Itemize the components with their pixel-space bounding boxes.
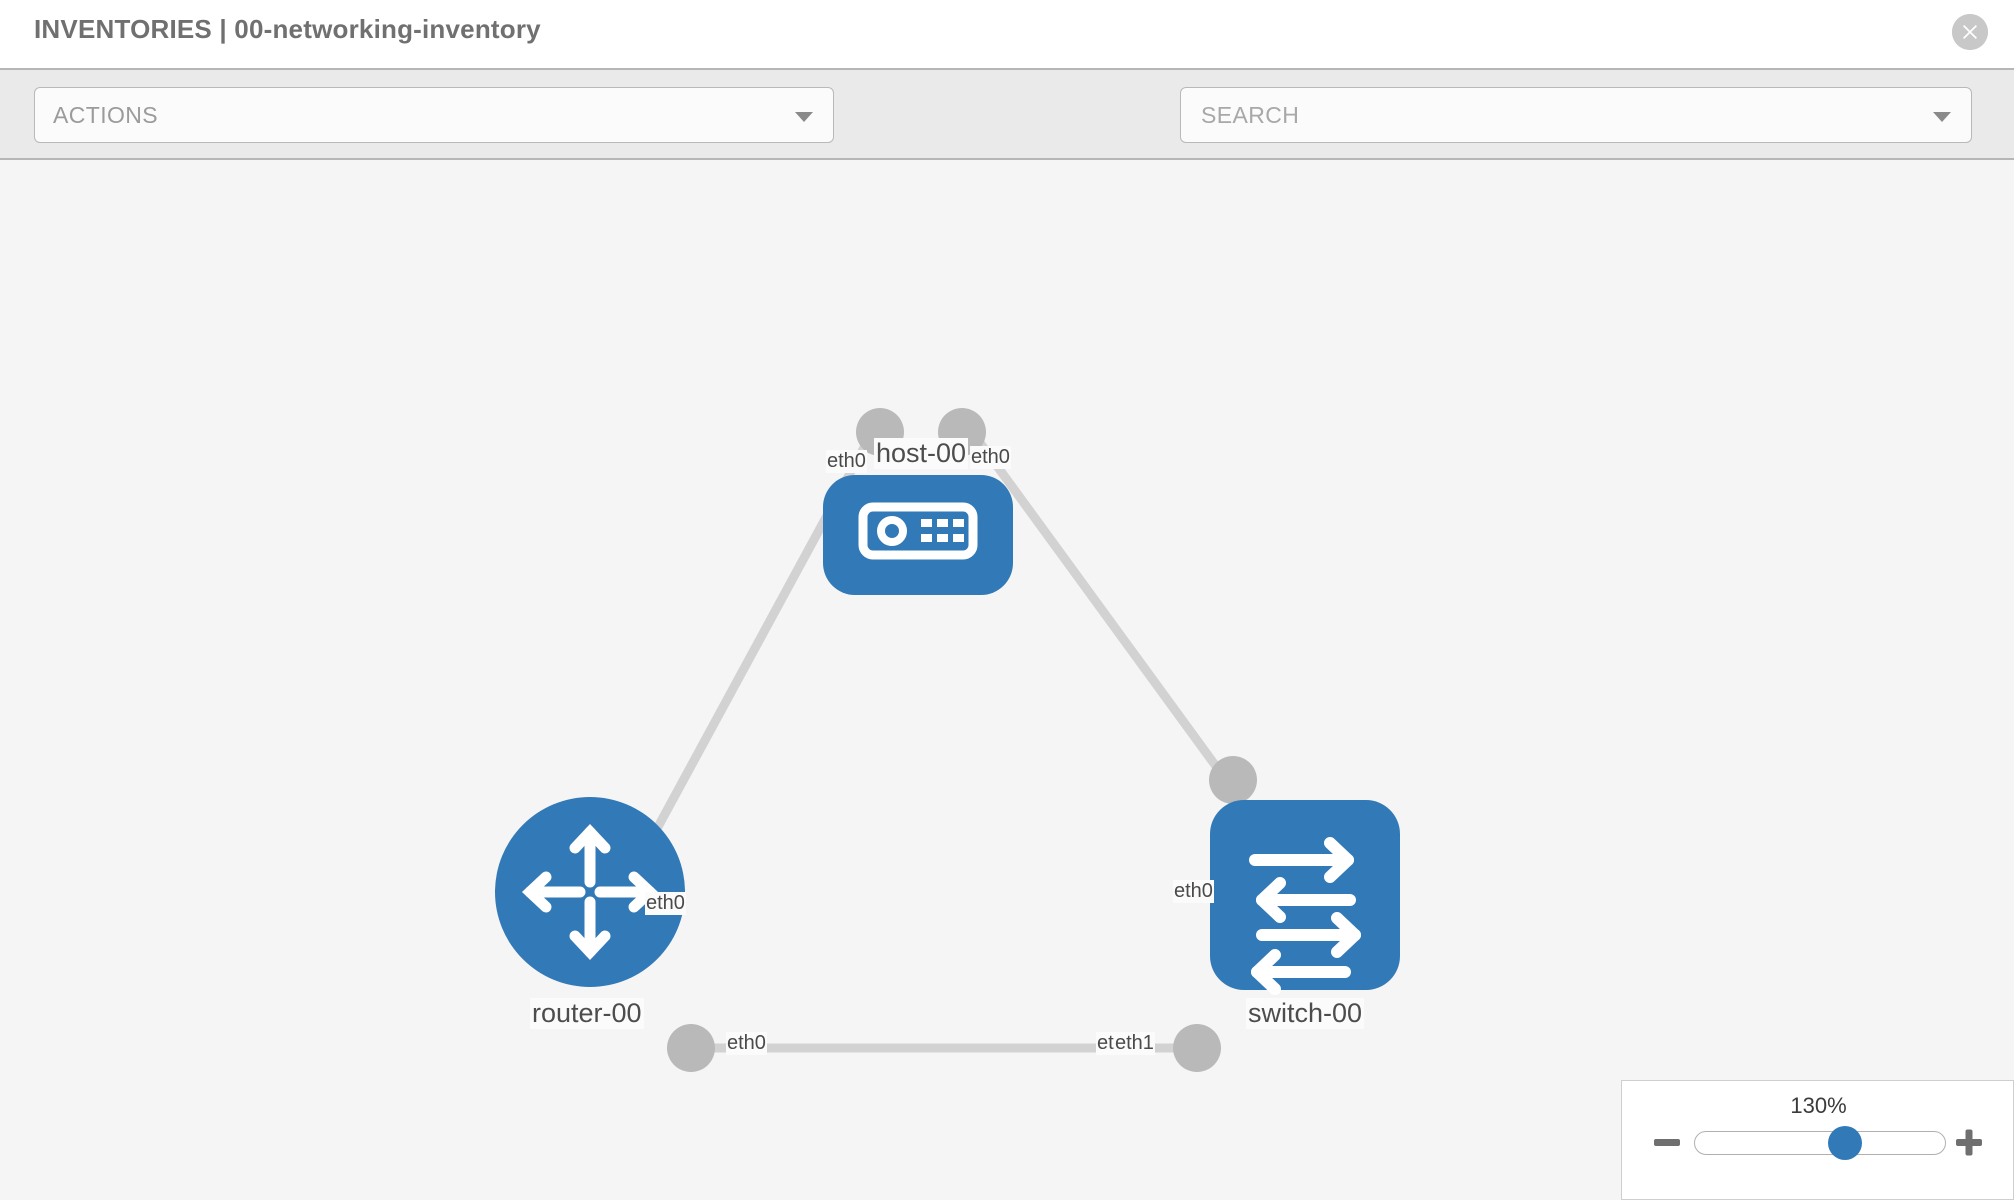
switch-arrows-icon: [1249, 837, 1361, 995]
zoom-in-button[interactable]: [1952, 1125, 1986, 1159]
port-label-router-eth0-up: eth0: [645, 892, 686, 915]
actions-dropdown[interactable]: ACTIONS: [34, 87, 834, 143]
page-header: INVENTORIES | 00-networking-inventory: [0, 0, 2014, 70]
search-input[interactable]: [1199, 101, 1903, 130]
port-label-switch-eth1-left: eth1: [1114, 1032, 1155, 1055]
zoom-level-label: 130%: [1790, 1093, 1847, 1118]
page-title: INVENTORIES | 00-networking-inventory: [34, 14, 541, 44]
search-box[interactable]: [1180, 87, 1972, 143]
node-router-00[interactable]: [495, 797, 685, 987]
link-host-switch[interactable]: [958, 415, 1230, 783]
close-icon: [1952, 14, 1988, 50]
chevron-down-icon: [795, 112, 813, 122]
minus-icon: [1654, 1139, 1680, 1146]
node-host-00[interactable]: [823, 475, 1013, 595]
toolbar: ACTIONS: [0, 70, 2014, 197]
node-switch-00[interactable]: [1210, 800, 1400, 995]
zoom-slider-track[interactable]: [1694, 1126, 1946, 1160]
port-label-host-eth0-right: eth0: [970, 446, 1011, 469]
plus-icon: [1956, 1129, 1982, 1156]
zoom-slider-thumb[interactable]: [1827, 1126, 1862, 1160]
port-label-router-eth0-right: eth0: [726, 1032, 767, 1055]
zoom-panel: 130%: [1621, 1080, 2014, 1200]
node-label-host-00: host-00: [874, 438, 969, 469]
node-label-switch-00: switch-00: [1246, 998, 1365, 1029]
router-arrows-icon: [521, 823, 659, 961]
port-handle-switch-eth0[interactable]: [1209, 756, 1257, 804]
port-label-host-eth0-left: eth0: [826, 450, 867, 473]
topology-canvas[interactable]: host-00 router-00 switch-00 eth0 eth0 et…: [0, 160, 2014, 1200]
zoom-out-button[interactable]: [1650, 1125, 1684, 1159]
node-label-router-00: router-00: [530, 998, 644, 1029]
close-button[interactable]: [1952, 14, 1988, 50]
server-icon: [858, 502, 978, 560]
port-handle-switch-eth1[interactable]: [1173, 1024, 1221, 1072]
actions-dropdown-label: ACTIONS: [53, 102, 159, 128]
topology-graph: [495, 408, 1400, 1072]
search-chevron-down-icon[interactable]: [1933, 112, 1951, 122]
port-label-switch-eth0-up: eth0: [1173, 880, 1214, 903]
port-handle-router-eth0[interactable]: [667, 1024, 715, 1072]
